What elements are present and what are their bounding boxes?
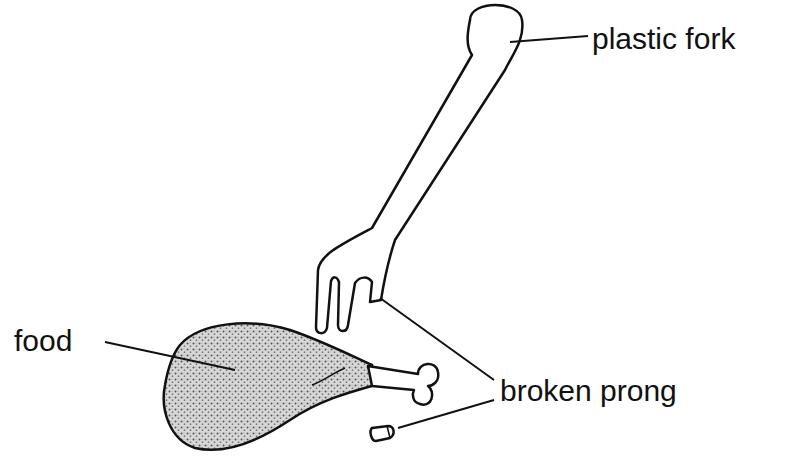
leader-line <box>380 298 494 380</box>
part-label: broken prong <box>500 374 677 407</box>
bone-crease <box>312 368 345 385</box>
leader-line <box>510 36 588 42</box>
broken-prong-piece-end <box>387 426 390 438</box>
food-meat <box>164 323 375 449</box>
food-bone <box>368 364 438 405</box>
plastic-fork <box>316 5 522 333</box>
broken-prong-piece <box>371 426 394 441</box>
part-label: plastic fork <box>592 22 735 55</box>
leader-line <box>105 342 235 370</box>
leader-line <box>398 400 494 428</box>
part-label: food <box>14 324 72 357</box>
